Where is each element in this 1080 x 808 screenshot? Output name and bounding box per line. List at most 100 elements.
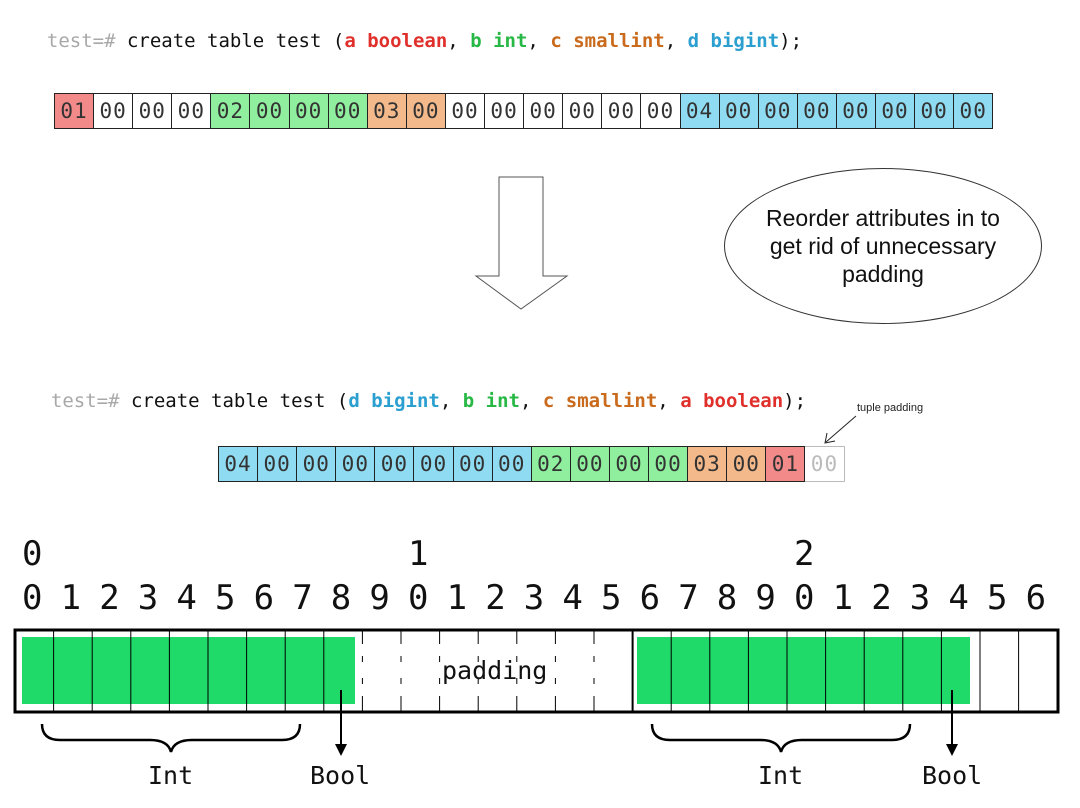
ruler-ones-digit: 6 xyxy=(1025,578,1047,618)
byte-cell: 01 xyxy=(55,93,95,129)
byte-cell: 01 xyxy=(766,446,806,482)
callout-text: Reorder attributes in to get rid of unne… xyxy=(766,205,1000,287)
byte-cell: 02 xyxy=(211,93,251,129)
byte-cell: 00 xyxy=(524,93,564,129)
ruler-ones-digit: 3 xyxy=(523,578,545,618)
byte-cell: 00 xyxy=(805,446,845,482)
ruler-tens-digit: 1 xyxy=(408,534,429,574)
sql-create-text: create table test ( xyxy=(119,390,349,412)
col-type: boolean xyxy=(367,30,448,52)
byte-cell: 03 xyxy=(688,446,728,482)
byte-cell: 00 xyxy=(609,446,650,482)
bool-arrow-left-head xyxy=(335,744,347,756)
ruler-ones-digit: 4 xyxy=(948,578,969,618)
bool-arrow-right-head xyxy=(946,744,958,756)
int-label-right: Int xyxy=(758,761,804,790)
byte-cell: 04 xyxy=(680,93,720,129)
sql-prompt: test=# xyxy=(46,30,116,52)
tuple-padding-label: tuple padding xyxy=(857,402,924,414)
ruler-tens-digit: 0 xyxy=(22,534,43,574)
int-brace-left xyxy=(40,723,302,753)
ruler-ones-digit: 0 xyxy=(794,578,815,618)
byte-cell: 00 xyxy=(915,93,955,129)
byte-cell: 00 xyxy=(94,93,134,129)
ruler-ones-digit: 3 xyxy=(909,578,931,618)
byte-cell: 04 xyxy=(219,446,259,482)
ruler-ones-digit: 6 xyxy=(253,578,275,618)
ruler-ones-digit: 5 xyxy=(215,578,236,618)
down-arrow-icon xyxy=(474,176,569,310)
ruler-ones-digit: 5 xyxy=(987,578,1008,618)
sql-create-text: create table test ( xyxy=(115,30,345,52)
col-name: d xyxy=(687,30,700,52)
byte-cell: 00 xyxy=(602,93,642,129)
callout-ellipse: Reorder attributes in to get rid of unne… xyxy=(724,168,1042,324)
byte-cell: 02 xyxy=(531,446,571,482)
ruler-ones-digit: 5 xyxy=(601,578,622,618)
byte-cell: 00 xyxy=(492,446,532,482)
col-name: c xyxy=(542,390,555,412)
ruler-ones-digit: 2 xyxy=(99,578,120,618)
ruler-ones-digit: 6 xyxy=(639,578,661,618)
ruler-ones-digit: 1 xyxy=(446,578,468,618)
byte-cell: 00 xyxy=(570,446,610,482)
int-fill-left xyxy=(22,637,355,704)
byte-cell: 00 xyxy=(250,93,290,129)
int-label-left: Int xyxy=(148,761,194,790)
byte-cell: 00 xyxy=(336,446,376,482)
byte-cell: 00 xyxy=(289,93,329,129)
col-type: bigint xyxy=(710,30,780,52)
int-fill-right xyxy=(637,637,970,704)
ruler-ones-digit: 9 xyxy=(369,578,390,618)
padding-label: padding xyxy=(442,656,548,685)
byte-cell: 00 xyxy=(453,446,493,482)
byte-cell: 00 xyxy=(875,93,916,129)
col-type: smallint xyxy=(573,30,665,52)
col-type: int xyxy=(485,390,520,412)
ruler-ones-digit: 0 xyxy=(408,578,429,618)
byte-cell: 00 xyxy=(649,446,689,482)
col-name: b xyxy=(462,390,475,412)
byte-cell: 00 xyxy=(836,93,876,129)
ruler-ones-digit: 8 xyxy=(716,578,738,618)
byte-cell: 00 xyxy=(563,93,603,129)
byte-cell: 00 xyxy=(172,93,212,129)
int-brace-right xyxy=(650,723,912,753)
ruler-ones-digit: 1 xyxy=(60,578,82,618)
byte-cell: 00 xyxy=(375,446,415,482)
byte-cell: 00 xyxy=(954,93,994,129)
ruler-ones-digit: 4 xyxy=(562,578,583,618)
ruler-tens-digit: 2 xyxy=(794,534,815,574)
tuple-padding-arrow-icon xyxy=(824,415,857,444)
sql-query-reordered: test=# create table test (d bigint, b in… xyxy=(50,390,807,412)
ruler-ones-digit: 0 xyxy=(22,578,43,618)
col-type: int xyxy=(493,30,528,52)
ruler-ones-digit: 1 xyxy=(832,578,854,618)
col-type: boolean xyxy=(703,390,784,412)
ruler-ones-digit: 3 xyxy=(137,578,159,618)
byte-cell: 00 xyxy=(727,446,767,482)
byte-cell: 00 xyxy=(328,93,368,129)
sql-prompt: test=# xyxy=(50,390,120,412)
sql-end: ); xyxy=(779,30,803,52)
memory-layout-diagram xyxy=(13,628,1060,756)
col-name: d xyxy=(348,390,360,412)
ruler-ones-digit: 7 xyxy=(678,578,699,618)
byte-cell: 00 xyxy=(414,446,454,482)
bool-label-right: Bool xyxy=(922,761,983,790)
byte-cell: 00 xyxy=(133,93,173,129)
col-name: a xyxy=(344,30,356,52)
sql-query-original: test=# create table test (a boolean, b i… xyxy=(46,30,803,52)
col-type: bigint xyxy=(371,390,440,412)
ruler-ones-digit: 2 xyxy=(871,578,892,618)
col-type: smallint xyxy=(565,390,658,412)
byte-cell: 00 xyxy=(297,446,337,482)
sql-end: ); xyxy=(783,390,807,412)
bool-label-left: Bool xyxy=(310,761,371,790)
col-name: a xyxy=(680,390,692,412)
ruler-ones-digit: 7 xyxy=(292,578,313,618)
ruler-ones-digit: 2 xyxy=(485,578,506,618)
byte-cell: 00 xyxy=(406,93,446,129)
